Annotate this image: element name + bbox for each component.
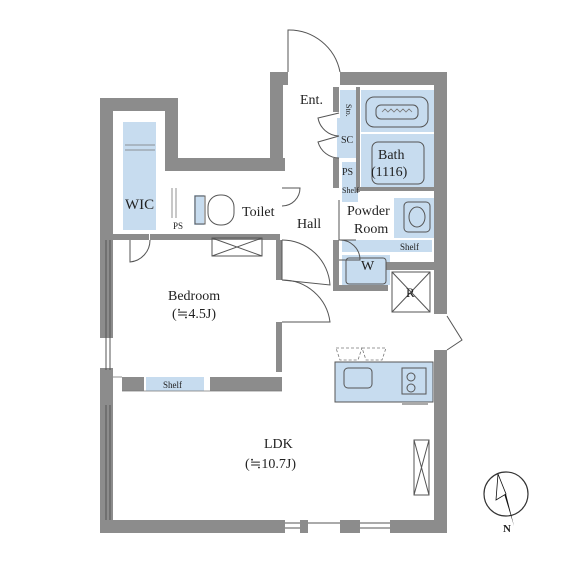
- washbasin-area: [394, 198, 434, 238]
- pipe-space-label-2: PS: [173, 221, 183, 231]
- powder-room-label-2: Room: [354, 222, 388, 237]
- wic-storage-area: [123, 122, 156, 230]
- ldk-label: LDK: [264, 437, 293, 452]
- powder-shelf-area: [342, 240, 432, 252]
- powder-shelf-label: Shelf: [400, 242, 419, 252]
- pipe-space-area: [342, 162, 358, 202]
- kitchen-counter-area: [335, 362, 433, 402]
- pipe-space-label-1: PS: [342, 167, 353, 178]
- shoe-cabinet-area: [337, 118, 358, 158]
- toilet-label: Toilet: [242, 205, 275, 220]
- shoe-cabinet-label: SC: [341, 135, 354, 146]
- bath-size-label: (1116): [371, 165, 408, 180]
- bedroom-shelf-area: [146, 377, 204, 391]
- compass-ring: [483, 471, 529, 517]
- bathtub-area: [361, 90, 434, 132]
- bedroom-label: Bedroom: [168, 289, 220, 304]
- north-compass: N: [483, 471, 529, 535]
- bedroom-size-label: (≒4.5J): [172, 307, 216, 322]
- wic-label: WIC: [125, 197, 154, 213]
- ldk-size-label: (≒10.7J): [245, 457, 296, 472]
- powder-room-label-1: Powder: [347, 204, 390, 219]
- refrigerator-label: R: [406, 285, 415, 300]
- storage-area: [340, 90, 358, 118]
- shelf-small-label: Shelf: [342, 186, 359, 195]
- north-label: N: [503, 523, 511, 535]
- entrance-label: Ent.: [300, 93, 323, 108]
- bedroom-shelf-label: Shelf: [163, 380, 182, 390]
- interior-walls: [113, 87, 436, 391]
- storage-label: Sto.: [344, 104, 353, 117]
- window-lines: [105, 240, 390, 529]
- doors: [129, 29, 463, 351]
- washer-label: W: [361, 259, 375, 274]
- hall-label: Hall: [297, 217, 321, 232]
- toilet-tank-area: [194, 195, 204, 225]
- outer-walls: [100, 72, 447, 533]
- bath-label: Bath: [378, 148, 404, 163]
- fixtures: [125, 96, 434, 496]
